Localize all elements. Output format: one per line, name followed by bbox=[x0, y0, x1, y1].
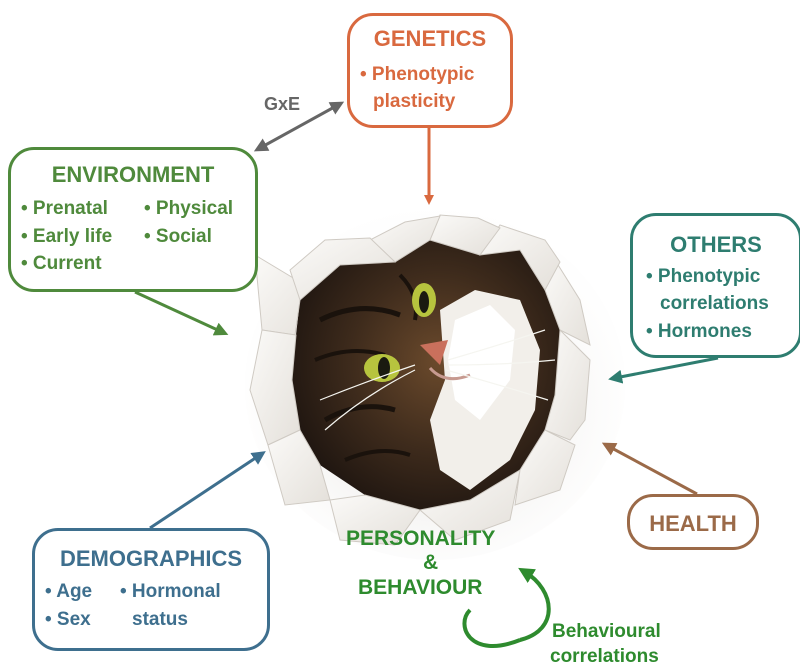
environment-item-current: • Current bbox=[21, 253, 102, 274]
behavioural-loop-arrow bbox=[462, 572, 551, 648]
genetics-title: GENETICS bbox=[373, 26, 487, 51]
environment-item-prenatal: • Prenatal bbox=[21, 198, 108, 219]
gxe-label: GxE bbox=[264, 94, 301, 114]
health-arrow bbox=[601, 442, 698, 496]
behavioural-line-2: correlations bbox=[550, 646, 659, 667]
demographics-item-status: status bbox=[132, 609, 188, 630]
demographics-box: DEMOGRAPHICS • Age • Hormonal • Sex stat… bbox=[32, 528, 270, 651]
environment-title: ENVIRONMENT bbox=[51, 162, 215, 187]
demographics-item-age: • Age bbox=[45, 581, 93, 602]
others-arrow bbox=[608, 356, 719, 384]
genetics-item-2: plasticity bbox=[373, 91, 456, 112]
others-item-3: • Hormones bbox=[646, 321, 752, 342]
environment-box: ENVIRONMENT • Prenatal • Physical • Earl… bbox=[8, 147, 258, 292]
center-line-2: & bbox=[423, 551, 439, 574]
environment-item-early-life: • Early life bbox=[21, 226, 113, 247]
others-title: OTHERS bbox=[670, 232, 762, 257]
others-box: OTHERS • Phenotypic correlations • Hormo… bbox=[630, 213, 800, 358]
others-item-1: • Phenotypic bbox=[646, 266, 761, 287]
center-line-1: PERSONALITY bbox=[346, 527, 496, 550]
environment-arrow bbox=[134, 290, 229, 336]
gxe-arrow bbox=[253, 101, 345, 152]
health-title: HEALTH bbox=[649, 511, 737, 536]
behavioural-line-1: Behavioural bbox=[552, 621, 661, 642]
genetics-box: GENETICS • Phenotypic plasticity bbox=[347, 13, 513, 128]
environment-item-social: • Social bbox=[144, 226, 212, 247]
demographics-item-sex: • Sex bbox=[45, 609, 91, 630]
others-item-2: correlations bbox=[660, 293, 769, 314]
environment-item-physical: • Physical bbox=[144, 198, 234, 219]
demographics-title: DEMOGRAPHICS bbox=[59, 546, 243, 571]
genetics-item-1: • Phenotypic bbox=[360, 64, 475, 85]
health-box: HEALTH bbox=[627, 494, 759, 550]
demographics-arrow bbox=[149, 451, 266, 530]
center-line-3: BEHAVIOUR bbox=[358, 576, 483, 599]
demographics-item-hormonal: • Hormonal bbox=[120, 581, 221, 602]
